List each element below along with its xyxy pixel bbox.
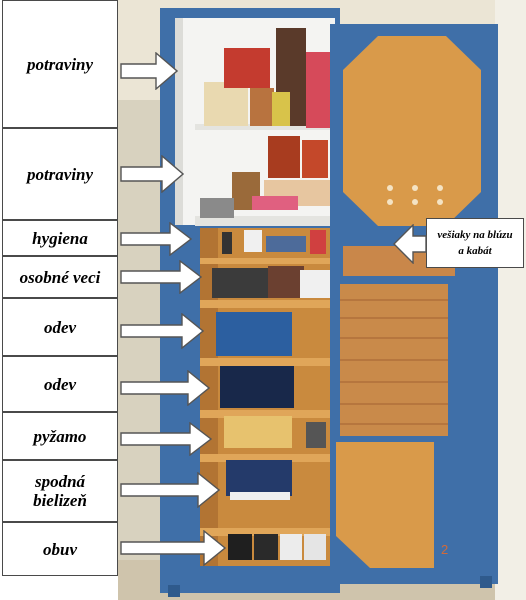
arrow-right-icon xyxy=(120,472,220,508)
label-text: potraviny xyxy=(26,54,94,74)
arrow-right-icon xyxy=(120,155,184,193)
books xyxy=(300,270,330,298)
label-text: potraviny xyxy=(26,164,94,184)
label-shoes: obuv xyxy=(2,522,118,576)
food-item xyxy=(204,82,248,126)
arrow-right-icon xyxy=(120,422,212,456)
wall-shadow-left xyxy=(118,100,163,600)
shelf xyxy=(200,410,332,418)
underwear xyxy=(226,460,292,496)
shelf xyxy=(200,300,332,308)
hygiene-items xyxy=(200,198,234,218)
shoes xyxy=(228,534,252,560)
shelf xyxy=(200,258,332,264)
clothes-navy xyxy=(220,366,294,408)
label-text: pyžamo xyxy=(33,426,87,446)
upper-shelf-2 xyxy=(195,216,335,226)
food-item xyxy=(250,88,274,126)
pyjamas xyxy=(224,416,292,448)
label-clothes-1: odev xyxy=(2,298,118,356)
arrow-right-icon xyxy=(120,313,204,349)
books xyxy=(212,268,268,298)
label-food-second: potraviny xyxy=(2,128,118,220)
food-item xyxy=(272,92,290,126)
label-text: spodná bielizeň xyxy=(33,472,87,510)
food-item xyxy=(224,48,270,88)
label-text: odev xyxy=(43,374,77,394)
food-jar xyxy=(268,136,300,178)
note-text: vešiaky na blúzu a kabát xyxy=(437,229,513,257)
label-food-top: potraviny xyxy=(2,0,118,128)
shoes xyxy=(254,534,278,560)
shelf xyxy=(200,528,332,536)
label-personal-items: osobné veci xyxy=(2,256,118,298)
note-hangers: vešiaky na blúzu a kabát xyxy=(426,218,524,268)
arrow-right-icon xyxy=(120,530,226,566)
shelf xyxy=(200,358,332,366)
shoes xyxy=(280,534,302,560)
label-text: hygiena xyxy=(32,228,88,248)
hygiene-items xyxy=(252,196,298,210)
upper-shelf-1 xyxy=(195,124,335,130)
label-text: osobné veci xyxy=(19,267,101,287)
label-clothes-2: odev xyxy=(2,356,118,412)
label-text: odev xyxy=(43,317,77,337)
clothes-blue xyxy=(216,312,292,356)
upper-door xyxy=(343,36,481,226)
label-text: obuv xyxy=(43,539,77,559)
underwear-white xyxy=(230,492,290,500)
arrow-left-icon xyxy=(393,224,427,264)
wood-grain xyxy=(340,299,448,425)
shoes xyxy=(304,534,326,560)
food-item xyxy=(306,52,332,128)
food-jar xyxy=(302,140,328,178)
photo-date-stamp: 2 xyxy=(441,542,449,557)
arrow-right-icon xyxy=(120,222,192,256)
lower-door xyxy=(336,442,434,568)
label-underwear: spodná bielizeň xyxy=(2,460,118,522)
books xyxy=(268,266,304,298)
label-pyjamas: pyžamo xyxy=(2,412,118,460)
right-wall xyxy=(495,0,526,600)
label-hygiene: hygiena xyxy=(2,220,118,256)
arrow-right-icon xyxy=(120,260,202,294)
pyjamas-dark xyxy=(306,422,326,448)
arrow-right-icon xyxy=(120,52,178,90)
shelf xyxy=(200,454,332,462)
arrow-right-icon xyxy=(120,370,210,406)
